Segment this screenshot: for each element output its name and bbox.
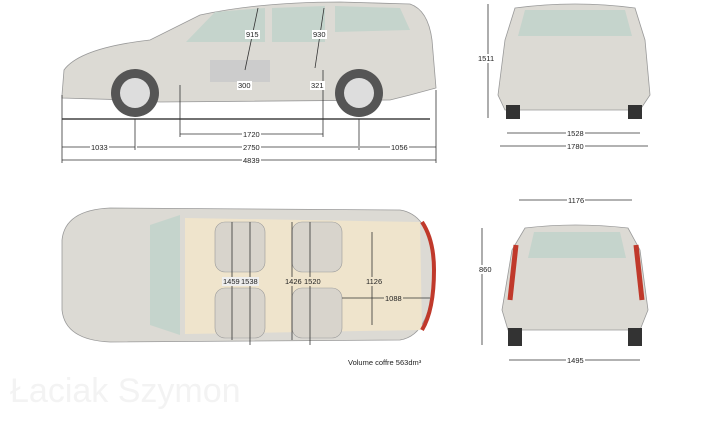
rear-view-car xyxy=(481,199,649,361)
top-view-car xyxy=(61,207,437,345)
label-elbow-rear: 1426 xyxy=(284,277,303,286)
label-seat-height-rear: 321 xyxy=(310,81,325,90)
label-rear-overhang: 1056 xyxy=(390,143,409,152)
label-tailgate-width: 1176 xyxy=(567,196,586,205)
label-elbow-front: 1459 xyxy=(222,277,241,286)
label-front-track: 1528 xyxy=(566,129,585,138)
label-shoulder-front: 1538 xyxy=(240,277,259,286)
label-wheelbase: 2750 xyxy=(242,143,261,152)
label-boot-width: 1126 xyxy=(365,277,384,286)
watermark: Łaciak Szymon xyxy=(10,372,241,410)
label-seat-height-front: 300 xyxy=(237,81,252,90)
side-view-car xyxy=(61,1,437,163)
label-interior-length: 1720 xyxy=(242,130,261,139)
label-rear-track: 1495 xyxy=(566,356,585,365)
label-shoulder-rear: 1520 xyxy=(303,277,322,286)
label-front-overhang: 1033 xyxy=(90,143,109,152)
label-height: 1511 xyxy=(477,54,496,63)
label-boot-length: 1088 xyxy=(384,294,403,303)
boot-volume-caption: Volume coffre 563dm³ xyxy=(348,358,422,367)
front-view-car xyxy=(487,3,651,147)
label-width: 1780 xyxy=(566,142,585,151)
label-headroom-rear: 930 xyxy=(312,30,327,39)
label-sill-height: 860 xyxy=(478,265,493,274)
label-headroom-front: 915 xyxy=(245,30,260,39)
label-overall-length: 4839 xyxy=(242,156,261,165)
